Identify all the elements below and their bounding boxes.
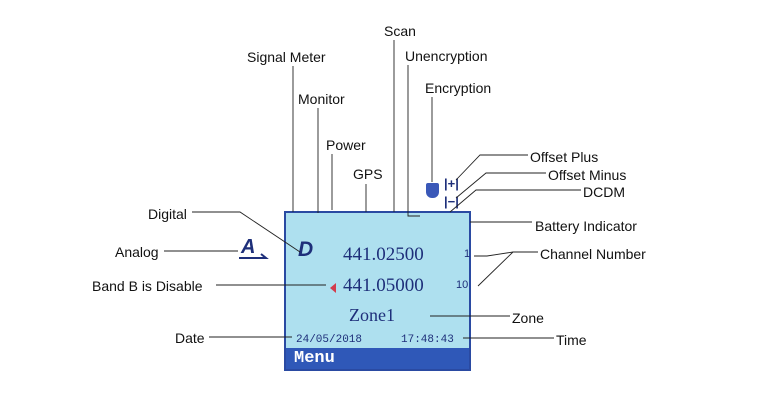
analog-icon: A — [241, 236, 255, 259]
channel-number-b: 10 — [456, 279, 469, 291]
offset-plus-symbol: + — [447, 176, 456, 191]
date-value: 24/05/2018 — [296, 334, 363, 346]
label-power: Power — [326, 137, 366, 153]
leader-unencryption — [407, 65, 420, 217]
digital-icon: D — [298, 238, 313, 262]
label-battery-indicator: Battery Indicator — [535, 218, 637, 234]
leader-channel-b — [477, 251, 514, 287]
frequency-a: 441.02500 — [343, 244, 424, 265]
analog-arrow — [239, 253, 269, 259]
leader-channel-a — [474, 251, 538, 257]
menu-label: Menu — [294, 349, 335, 368]
encryption-icon — [426, 183, 439, 198]
label-unencryption: Unencryption — [405, 48, 488, 64]
leader-offset-plus — [455, 154, 528, 181]
label-band-b: Band B is Disable — [92, 278, 203, 294]
label-dcdm: DCDM — [583, 184, 625, 200]
label-channel-number: Channel Number — [540, 246, 646, 262]
label-date: Date — [175, 330, 205, 346]
channel-number-a: 1 — [464, 248, 471, 260]
label-monitor: Monitor — [298, 91, 345, 107]
band-b-marker — [330, 283, 336, 293]
digital-letter: D — [298, 238, 314, 261]
label-signal-meter: Signal Meter — [247, 49, 326, 65]
offset-plus-icon: |+| — [444, 176, 459, 191]
label-time: Time — [556, 332, 587, 348]
analog-letter: A — [241, 236, 256, 258]
label-analog: Analog — [115, 244, 159, 260]
label-digital: Digital — [148, 206, 187, 222]
time-value: 17:48:43 — [401, 334, 454, 346]
leader-digital — [192, 211, 301, 253]
menu-bar[interactable]: Menu — [286, 348, 469, 369]
label-zone: Zone — [512, 310, 544, 326]
leader-dcdm — [449, 189, 581, 213]
leader-offset-minus — [455, 172, 546, 199]
offset-minus-icon: |−| — [444, 194, 459, 209]
label-offset-plus: Offset Plus — [530, 149, 599, 165]
offset-minus-symbol: − — [447, 194, 456, 209]
label-gps: GPS — [353, 166, 383, 182]
label-offset-minus: Offset Minus — [548, 167, 627, 183]
zone-name: Zone1 — [349, 305, 395, 325]
radio-screen: D 441.02500 1 441.05000 10 Zone1 24/05/2… — [284, 211, 471, 371]
label-encryption: Encryption — [425, 80, 492, 96]
label-scan: Scan — [384, 23, 416, 39]
frequency-b: 441.05000 — [343, 275, 424, 296]
